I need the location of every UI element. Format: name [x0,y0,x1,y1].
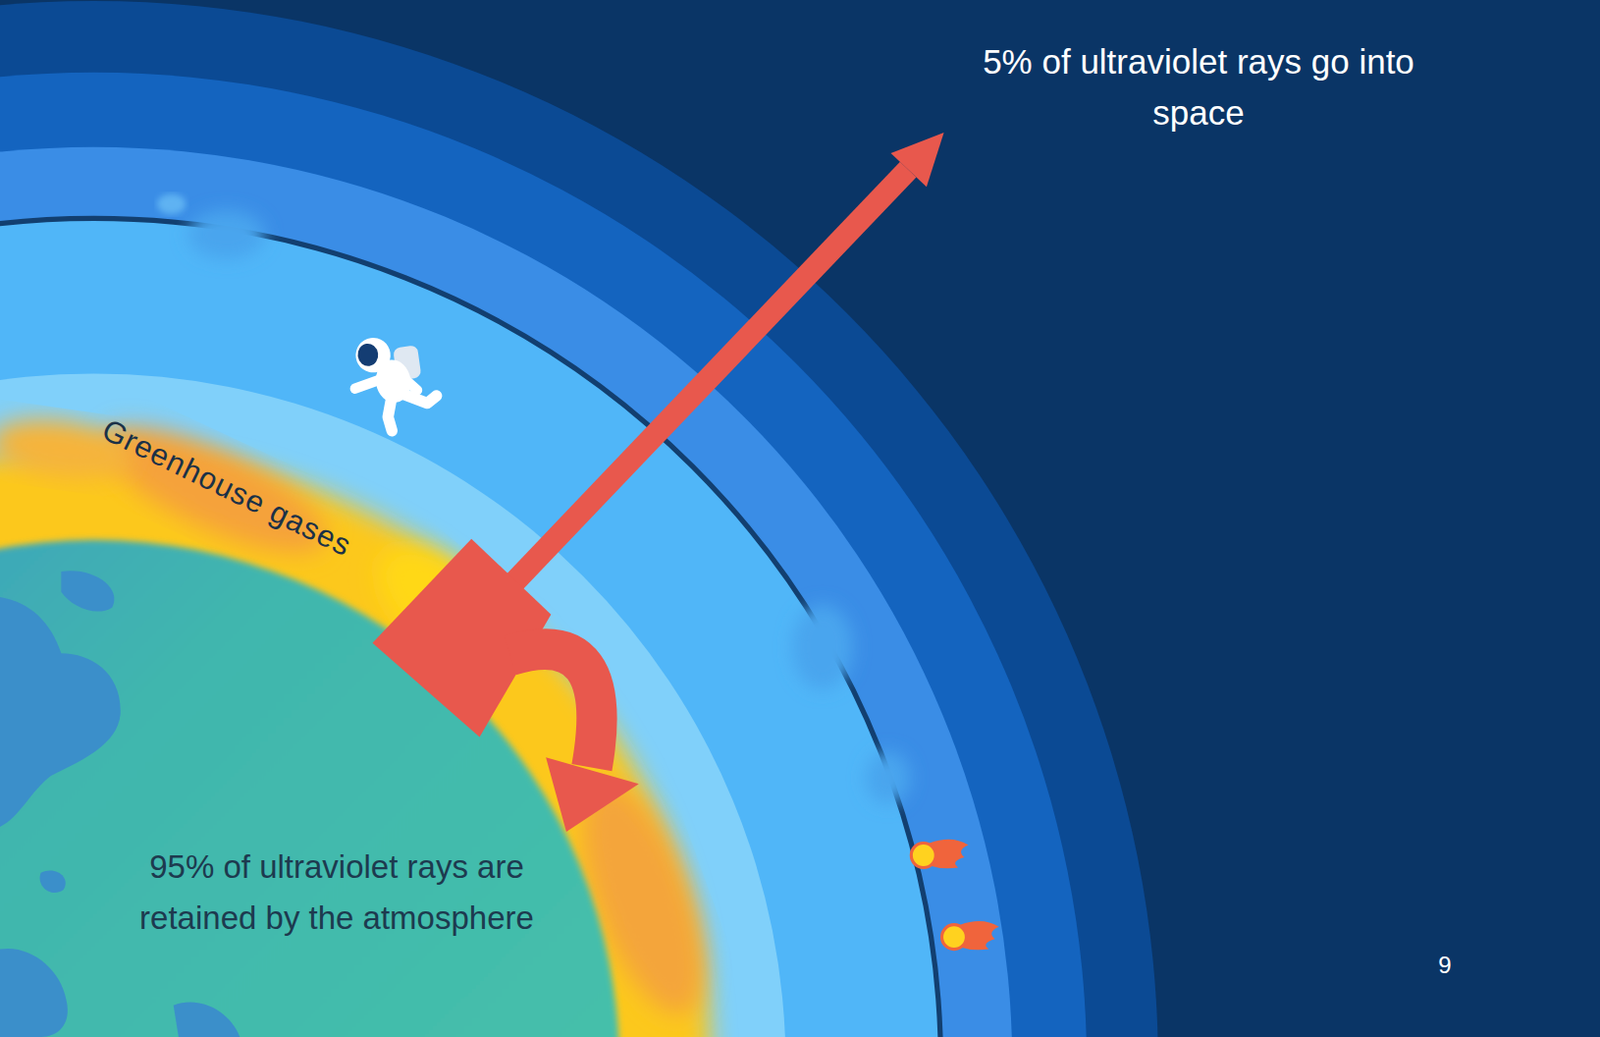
meteor-head [910,843,936,868]
callout-text: 5% of ultraviolet rays go into space [967,36,1430,139]
astronaut [348,329,441,435]
layer-label: Greenhouse gases [96,412,358,564]
arrow-head [545,756,640,832]
astronaut-helmet [353,335,393,375]
radiation-arrow [372,132,944,832]
cloud [792,603,854,690]
meteor [910,839,968,868]
continent [0,948,68,1037]
continent [0,596,121,827]
atmosphere-band [0,72,1087,1037]
cloud [865,750,911,804]
cloud [187,210,266,260]
continent [60,570,114,611]
atmosphere-band [0,217,941,1037]
greenhouse-haze [0,447,712,1037]
astronaut-leg [385,397,397,431]
arrow-head [891,132,945,187]
arrow-shaft [499,169,908,597]
continent [40,870,66,894]
page-number: 9 [1438,951,1451,979]
atmosphere-band [0,0,1159,1037]
meteor [941,920,999,950]
cloud [157,193,186,214]
atmosphere-band [0,373,786,1037]
astronaut-leg [403,389,438,407]
continent [173,1002,241,1037]
arrow-hook [510,648,597,767]
astronaut-visor [356,342,380,369]
callout-text: 95% of ultraviolet rays are retained by … [106,841,568,944]
boundary-line [0,217,941,1037]
atmosphere-band [0,147,1013,1037]
meteor-head [941,924,966,950]
